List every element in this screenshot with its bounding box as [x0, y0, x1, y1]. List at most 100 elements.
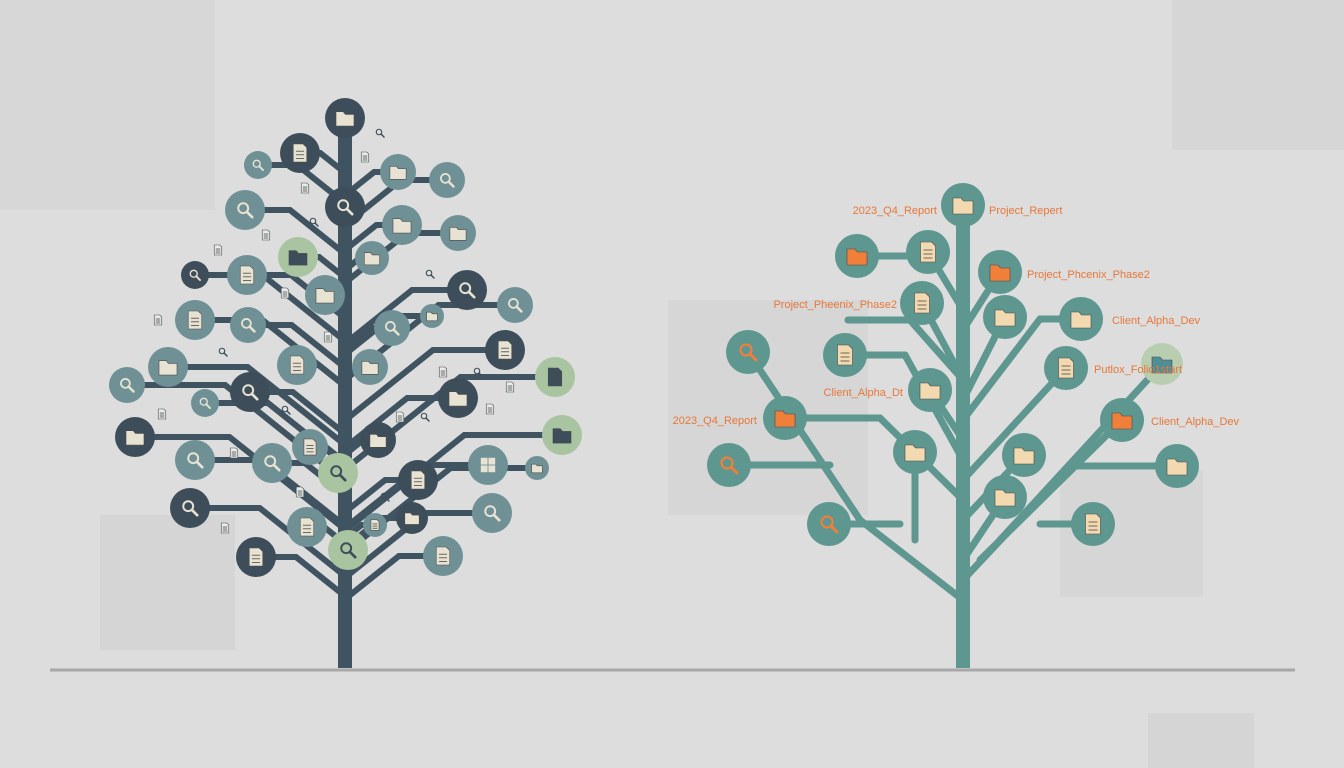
- tree-node[interactable]: [278, 237, 318, 277]
- tree-node[interactable]: [763, 396, 807, 440]
- tree-node[interactable]: [978, 250, 1022, 294]
- tree-node[interactable]: [352, 349, 388, 385]
- tree-node[interactable]: [1059, 297, 1103, 341]
- node-label: Project_Repert: [989, 205, 1062, 217]
- tree-node[interactable]: [535, 357, 575, 397]
- search-icon: [337, 199, 354, 216]
- branch: [959, 462, 1074, 584]
- mini-file: [295, 486, 305, 498]
- tree-node[interactable]: [807, 502, 851, 546]
- folder-icon: [1070, 311, 1092, 329]
- node-label: 2023_Q4_Report: [673, 415, 757, 427]
- tree-node[interactable]: [380, 154, 416, 190]
- tree-node[interactable]: [497, 287, 533, 323]
- folder-icon: [1111, 412, 1133, 430]
- tree-node[interactable]: [983, 475, 1027, 519]
- tree-node[interactable]: [148, 347, 188, 387]
- tree-node[interactable]: [191, 389, 219, 417]
- tree-node[interactable]: [835, 234, 879, 278]
- tree-node[interactable]: [438, 378, 478, 418]
- tree-node[interactable]: [252, 443, 292, 483]
- document-icon: [248, 547, 264, 567]
- tree-node[interactable]: [181, 261, 209, 289]
- tree-node[interactable]: [893, 430, 937, 474]
- mini-file: [220, 522, 230, 534]
- folder-icon: [448, 391, 468, 407]
- tree-node[interactable]: [244, 151, 272, 179]
- node-label: Project_Phcenix_Phase2: [1027, 269, 1150, 281]
- tree-node[interactable]: [1100, 398, 1144, 442]
- search-icon: [264, 455, 281, 472]
- document-icon: [547, 367, 563, 387]
- tree-node[interactable]: [447, 270, 487, 310]
- tree-node[interactable]: [280, 133, 320, 173]
- folder-icon: [315, 288, 335, 304]
- tree-node[interactable]: [170, 488, 210, 528]
- search-icon: [199, 397, 211, 409]
- tree-node[interactable]: [468, 445, 508, 485]
- tree-node[interactable]: [227, 255, 267, 295]
- tree-node[interactable]: [440, 215, 476, 251]
- tree-node[interactable]: [325, 187, 365, 227]
- tree-node[interactable]: [175, 440, 215, 480]
- tree-node[interactable]: [175, 300, 215, 340]
- tree-node[interactable]: [423, 536, 463, 576]
- tree-node[interactable]: [823, 333, 867, 377]
- folder-icon: [994, 489, 1016, 507]
- folder-icon: [449, 227, 467, 241]
- tree-node[interactable]: [360, 422, 396, 458]
- tree-node[interactable]: [305, 275, 345, 315]
- tree-node[interactable]: [382, 205, 422, 245]
- tree-node[interactable]: [707, 443, 751, 487]
- tree-node[interactable]: [983, 295, 1027, 339]
- document-icon: [920, 241, 936, 263]
- tree-node[interactable]: [1155, 444, 1199, 488]
- branch: [168, 364, 347, 448]
- tree-node[interactable]: [420, 304, 444, 328]
- tree-node[interactable]: [525, 456, 549, 480]
- tree-node[interactable]: [287, 507, 327, 547]
- tree-node[interactable]: [115, 417, 155, 457]
- tree-node[interactable]: [230, 307, 266, 343]
- mini-file: [281, 405, 291, 415]
- node-label: Client_Alpha_Dt: [824, 387, 904, 399]
- mini-file: [323, 331, 333, 343]
- mini-file: [280, 287, 290, 299]
- tree-node[interactable]: [485, 330, 525, 370]
- tree-node[interactable]: [429, 162, 465, 198]
- folder-icon: [904, 444, 926, 462]
- tree-node[interactable]: [277, 345, 317, 385]
- tree-node[interactable]: [900, 281, 944, 325]
- tree-node[interactable]: [906, 230, 950, 274]
- tree-node[interactable]: [236, 537, 276, 577]
- tree-node[interactable]: [908, 368, 952, 412]
- tree-node[interactable]: [1071, 502, 1115, 546]
- tree-node[interactable]: [472, 493, 512, 533]
- search-icon: [375, 128, 385, 138]
- tree-node[interactable]: [396, 502, 428, 534]
- tree-node[interactable]: [542, 415, 582, 455]
- tree-node[interactable]: [230, 372, 270, 412]
- tree-node[interactable]: [355, 241, 389, 275]
- tree-node[interactable]: [941, 183, 985, 227]
- tree-node[interactable]: [318, 453, 358, 493]
- tree-node[interactable]: [325, 98, 365, 138]
- tree-node[interactable]: [1044, 346, 1088, 390]
- document-icon: [410, 470, 426, 490]
- tree-node[interactable]: [109, 367, 145, 403]
- tree-node[interactable]: [225, 190, 265, 230]
- tree-node[interactable]: [363, 513, 387, 537]
- tree-node[interactable]: [292, 429, 328, 465]
- document-icon: [229, 447, 239, 459]
- tree-node[interactable]: [726, 330, 770, 374]
- tree-node[interactable]: [1002, 433, 1046, 477]
- tree-node[interactable]: [398, 460, 438, 500]
- tree-node[interactable]: [328, 530, 368, 570]
- document-icon: [1058, 357, 1074, 379]
- tree-node[interactable]: [374, 310, 410, 346]
- search-icon: [120, 378, 135, 393]
- document-icon: [914, 292, 930, 314]
- tree-node[interactable]: [1141, 343, 1183, 385]
- mini-file: [380, 492, 390, 502]
